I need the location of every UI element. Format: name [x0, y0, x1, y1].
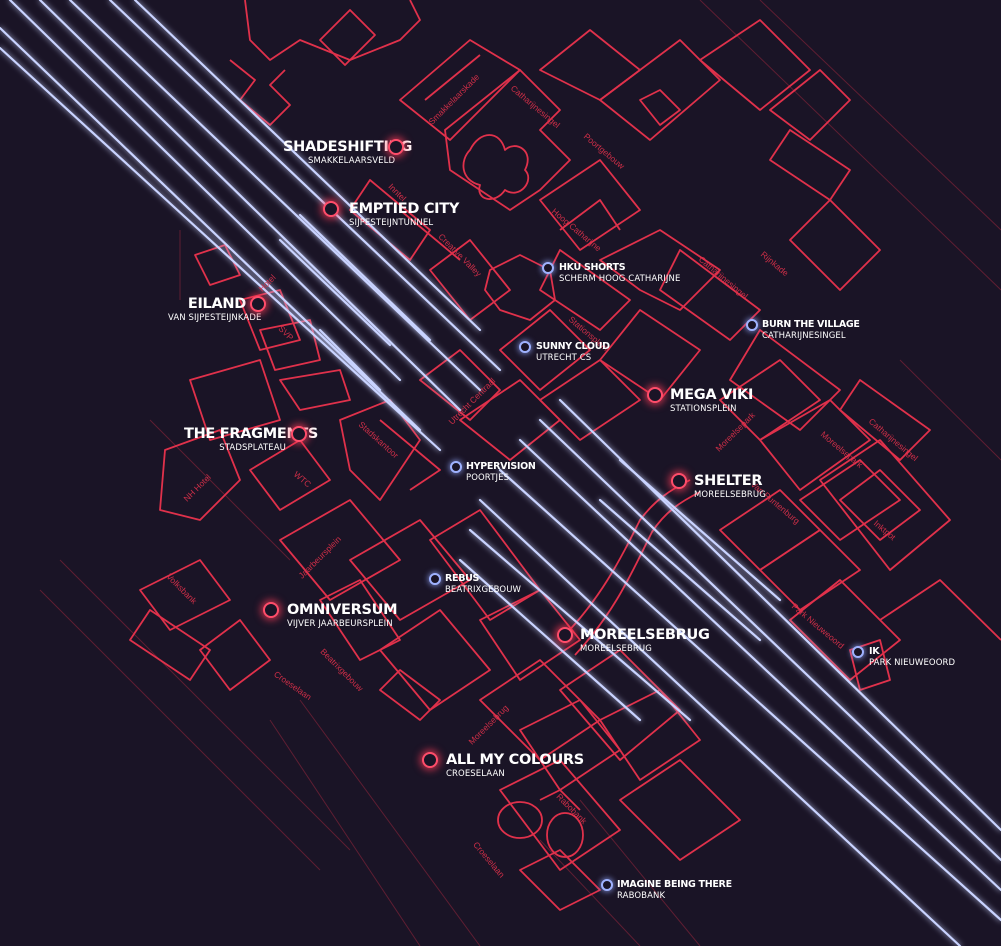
circle-marker-icon[interactable]: [323, 201, 339, 217]
rail-tracks-upper: [0, 0, 502, 452]
location-title: ALL MY COLOURS: [446, 752, 584, 768]
location-title: SUNNY CLOUD: [536, 341, 610, 352]
location-subtitle: SMAKKELAARSVELD: [308, 156, 396, 166]
location-subtitle: CATHARIJNESINGEL: [762, 331, 846, 341]
location-title: SHADESHIFTING: [283, 139, 413, 155]
circle-marker-icon[interactable]: [671, 473, 687, 489]
location-title: MOREELSEBRUG: [580, 627, 710, 643]
circle-marker-icon[interactable]: [263, 602, 279, 618]
location-subtitle: STADSPLATEAU: [219, 443, 286, 453]
location-title: BURN THE VILLAGE: [762, 319, 860, 330]
building-outlines: [129, 0, 1001, 911]
location-title: HKU SHORTS: [559, 262, 626, 273]
location-subtitle: RABOBANK: [617, 891, 666, 901]
circle-marker-icon[interactable]: [557, 627, 573, 643]
location-title: OMNIVERSUM: [287, 602, 398, 618]
location-title: THE FRAGMENTS: [184, 426, 319, 442]
background-streets: [39, 0, 1001, 946]
location-title: MEGA VIKI: [670, 387, 754, 403]
circle-marker-icon[interactable]: [422, 752, 438, 768]
circle-marker-icon[interactable]: [519, 341, 531, 353]
location-subtitle: SIJPESTEIJNTUNNEL: [349, 218, 434, 228]
circle-marker-icon[interactable]: [388, 139, 404, 155]
location-subtitle: PARK NIEUWEOORD: [869, 658, 956, 668]
location-title: SHELTER: [694, 473, 763, 489]
location-subtitle: MOREELSEBRUG: [694, 490, 766, 500]
circle-marker-icon[interactable]: [450, 461, 462, 473]
rail-tracks-lower: [458, 398, 1001, 946]
circle-marker-icon[interactable]: [291, 426, 307, 442]
circle-marker-icon[interactable]: [601, 879, 613, 891]
location-title: IK: [869, 646, 880, 657]
location-subtitle: VIJVER JAARBEURSPLEIN: [287, 619, 393, 629]
circle-marker-icon[interactable]: [852, 646, 864, 658]
circle-marker-icon[interactable]: [542, 262, 554, 274]
location-title: HYPERVISION: [466, 461, 536, 472]
circle-marker-icon[interactable]: [250, 296, 266, 312]
location-title: EILAND: [187, 296, 246, 312]
location-subtitle: SCHERM HOOG CATHARIJNE: [559, 274, 681, 284]
location-title: IMAGINE BEING THERE: [617, 879, 732, 890]
location-subtitle: BEATRIXGEBOUW: [445, 585, 522, 595]
circle-marker-icon[interactable]: [746, 319, 758, 331]
location-subtitle: MOREELSEBRUG: [580, 644, 652, 654]
circle-marker-icon[interactable]: [647, 387, 663, 403]
location-subtitle: POORTJES: [466, 473, 510, 483]
location-subtitle: VAN SIJPESTEIJNKADE: [168, 313, 262, 323]
circle-marker-icon[interactable]: [429, 573, 441, 585]
location-subtitle: CROESELAAN: [446, 769, 505, 779]
location-subtitle: UTRECHT CS: [536, 353, 592, 363]
location-title: REBUS: [445, 573, 480, 584]
location-subtitle: STATIONSPLEIN: [670, 404, 737, 414]
location-title: EMPTIED CITY: [349, 201, 460, 217]
